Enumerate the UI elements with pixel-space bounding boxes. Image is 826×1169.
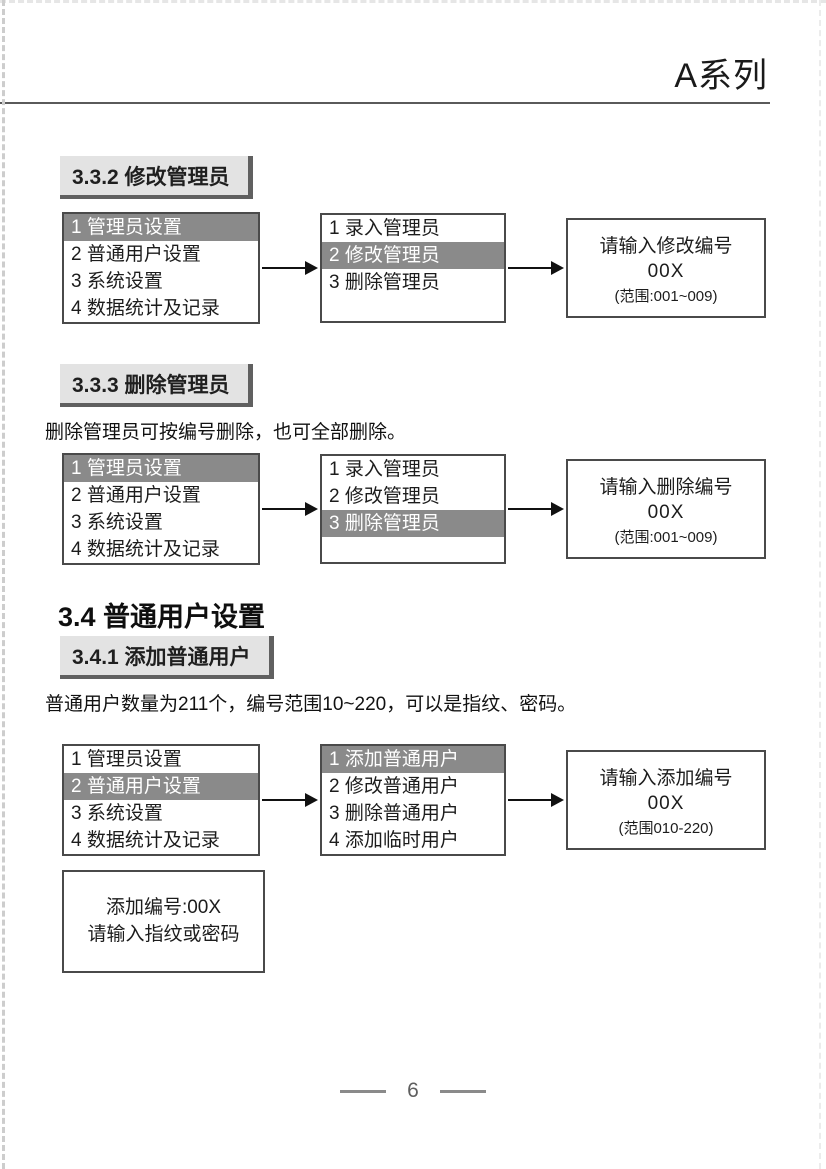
menu-item: 1 录入管理员 [329,218,440,239]
menu-item: 4 数据统计及记录 [71,539,220,560]
prompt-range: (范围:001~009) [614,528,718,546]
menu-item: 3 删除管理员 [329,272,440,293]
section-body-add-user: 普通用户数量为211个，编号范围10~220，可以是指纹、密码。 [45,694,577,715]
lcd-prompt-screen: 请输入修改编号 00X (范围:001~009) [566,218,766,318]
arrow-line [508,508,551,510]
prompt-code: 00X [647,260,685,282]
arrow-line [262,799,305,801]
lcd-admin-menu: 1 录入管理员 2 修改管理员 3 删除管理员 [320,454,506,564]
arrow-head [551,793,564,807]
section-heading-user-settings: 3.4 普通用户设置 [58,602,266,632]
menu-item: 4 数据统计及记录 [71,298,220,319]
menu-item: 1 录入管理员 [329,459,440,480]
page-footer: 6 [0,1079,826,1103]
menu-item: 1 管理员设置 [64,455,258,482]
prompt-line: 请输入修改编号 [599,235,733,257]
arrow-right-icon [262,793,318,807]
page-number: 6 [407,1079,419,1102]
prompt-range: (范围:001~009) [614,287,718,305]
menu-item: 2 普通用户设置 [64,773,258,800]
page-edge-top-dashed-line [0,0,826,3]
lcd-add-code-screen: 添加编号:00X 请输入指纹或密码 [62,870,265,973]
menu-item: 2 修改管理员 [322,242,504,269]
lcd-prompt-screen: 请输入删除编号 00X (范围:001~009) [566,459,766,559]
flow-diagram-add-user: 1 管理员设置 2 普通用户设置 3 系统设置 4 数据统计及记录 1 添加普通… [62,744,826,856]
arrow-line [508,799,551,801]
arrow-right-icon [508,261,564,275]
lcd-prompt-screen: 请输入添加编号 00X (范围010-220) [566,750,766,850]
arrow-right-icon [508,502,564,516]
prompt-code: 00X [647,792,685,814]
lcd-main-menu: 1 管理员设置 2 普通用户设置 3 系统设置 4 数据统计及记录 [62,744,260,856]
prompt-range: (范围010-220) [618,819,714,837]
arrow-right-icon [262,261,318,275]
menu-item: 1 管理员设置 [64,214,258,241]
menu-item: 3 系统设置 [71,271,163,292]
menu-item: 2 普通用户设置 [71,244,201,265]
menu-item: 3 删除管理员 [322,510,504,537]
arrow-line [262,267,305,269]
arrow-head [551,502,564,516]
menu-item: 2 修改管理员 [329,486,440,507]
page-edge-left-dashed-line [2,0,5,1169]
menu-item: 3 系统设置 [71,512,163,533]
flow-diagram-modify-admin: 1 管理员设置 2 普通用户设置 3 系统设置 4 数据统计及记录 1 录入管理… [62,212,826,324]
menu-item: 4 数据统计及记录 [71,830,220,851]
section-heading-add-user: 3.4.1 添加普通用户 [60,636,274,679]
menu-item: 3 系统设置 [71,803,163,824]
page-edge-right-dashed-line [819,0,821,1169]
lcd-user-menu: 1 添加普通用户 2 修改普通用户 3 删除普通用户 4 添加临时用户 [320,744,506,856]
arrow-head [551,261,564,275]
arrow-right-icon [262,502,318,516]
arrow-line [262,508,305,510]
prompt-code: 00X [647,501,685,523]
arrow-head [305,793,318,807]
footer-right-dash [439,1089,486,1093]
note-line: 添加编号:00X [105,897,222,918]
footer-left-dash [340,1089,387,1093]
lcd-main-menu: 1 管理员设置 2 普通用户设置 3 系统设置 4 数据统计及记录 [62,212,260,324]
section-heading-delete-admin: 3.3.3 删除管理员 [60,364,253,407]
arrow-head [305,261,318,275]
page-header: A系列 [0,0,770,104]
menu-item: 3 删除普通用户 [329,803,459,824]
lcd-main-menu: 1 管理员设置 2 普通用户设置 3 系统设置 4 数据统计及记录 [62,453,260,565]
note-line: 请输入指纹或密码 [87,924,240,945]
prompt-line: 请输入添加编号 [599,767,733,789]
prompt-line: 请输入删除编号 [599,476,733,498]
flow-diagram-delete-admin: 1 管理员设置 2 普通用户设置 3 系统设置 4 数据统计及记录 1 录入管理… [62,453,826,565]
section-heading-modify-admin: 3.3.2 修改管理员 [60,156,253,199]
menu-item: 1 管理员设置 [71,749,182,770]
arrow-line [508,267,551,269]
menu-item: 1 添加普通用户 [322,746,504,773]
section-body-delete-admin: 删除管理员可按编号删除，也可全部删除。 [45,422,407,443]
menu-item: 4 添加临时用户 [329,830,459,851]
menu-item: 2 修改普通用户 [329,776,459,797]
series-title: A系列 [674,57,768,95]
lcd-admin-menu: 1 录入管理员 2 修改管理员 3 删除管理员 [320,213,506,323]
arrow-head [305,502,318,516]
arrow-right-icon [508,793,564,807]
menu-item: 2 普通用户设置 [71,485,201,506]
